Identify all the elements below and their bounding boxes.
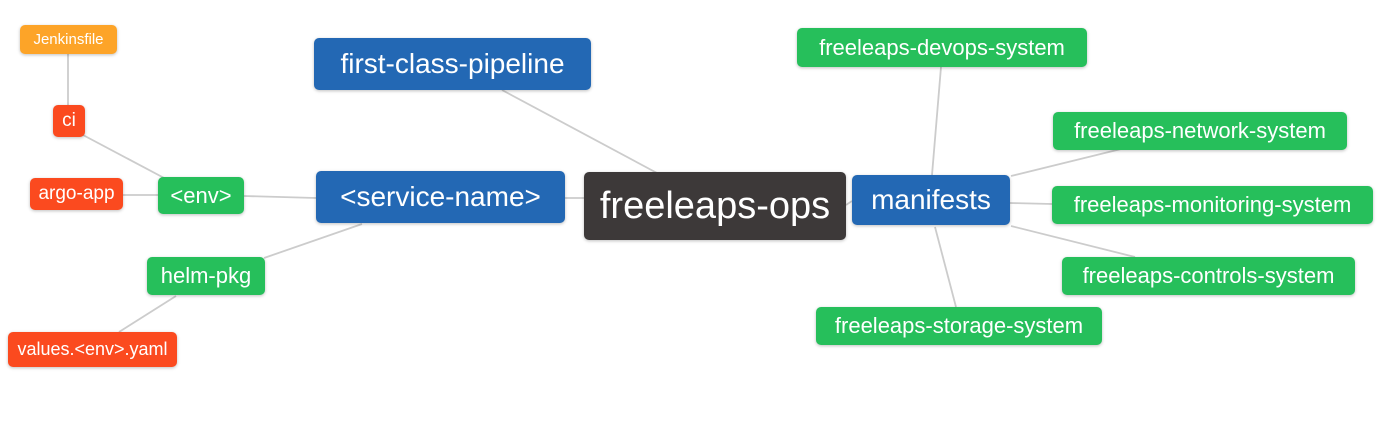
edge-root-manifests [845,200,853,206]
node-env[interactable]: <env> [158,177,244,214]
node-freeleaps-storage-system[interactable]: freeleaps-storage-system [816,307,1102,345]
edge-manifests-network [1010,148,1122,177]
node-freeleaps-ops-root[interactable]: freeleaps-ops [584,172,846,240]
node-argo-app[interactable]: argo-app [30,178,123,210]
node-values-env-yaml[interactable]: values.<env>.yaml [8,332,177,367]
edge-manifests-controls [1010,225,1136,258]
edge-helm-pkg-service-name [263,223,363,259]
edge-devops-manifests [931,66,942,176]
node-first-class-pipeline[interactable]: first-class-pipeline [314,38,591,90]
edge-first-class-pipeline-root [501,89,658,174]
node-service-name[interactable]: <service-name> [316,171,565,223]
edge-ci-env [82,134,167,180]
node-freeleaps-network-system[interactable]: freeleaps-network-system [1053,112,1347,150]
node-freeleaps-controls-system[interactable]: freeleaps-controls-system [1062,257,1355,295]
node-freeleaps-monitoring-system[interactable]: freeleaps-monitoring-system [1052,186,1373,224]
edge-manifests-storage [934,226,957,308]
node-freeleaps-devops-system[interactable]: freeleaps-devops-system [797,28,1087,67]
node-ci[interactable]: ci [53,105,85,137]
edge-values-helm-pkg [118,295,177,333]
edge-env-service-name [243,195,317,199]
node-helm-pkg[interactable]: helm-pkg [147,257,265,295]
node-jenkinsfile[interactable]: Jenkinsfile [20,25,117,54]
node-manifests[interactable]: manifests [852,175,1010,225]
edge-manifests-monitoring [1009,202,1053,205]
